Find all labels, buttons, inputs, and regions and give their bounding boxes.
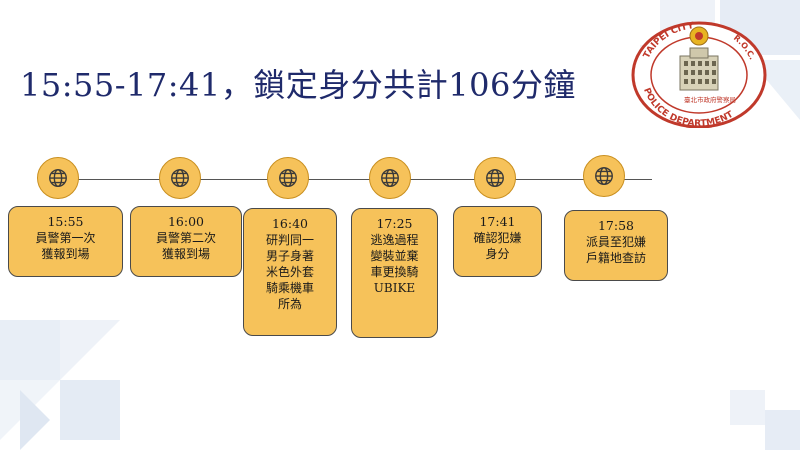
globe-icon (595, 167, 613, 185)
globe-icon (279, 169, 297, 187)
emblem-chinese-name: 臺北市政府警察局 (684, 95, 736, 104)
event-card-3: 16:40 研判同一 男子身著 米色外套 騎乘機車 所為 (243, 208, 337, 336)
event-text-line: 研判同一 (265, 233, 314, 247)
page-title: 15:55-17:41，鎖定身分共計106分鐘 (20, 66, 576, 104)
event-text-line: 男子身著 (265, 249, 314, 263)
globe-icon (171, 169, 189, 187)
event-text-line: 員警第二次 (155, 231, 216, 245)
event-text-line: 員警第一次 (35, 231, 96, 245)
event-time: 17:25 (376, 216, 413, 231)
timeline-node-6 (583, 155, 625, 197)
event-text-line: 身分 (485, 247, 510, 261)
decor-bottom-left-pattern (0, 320, 120, 450)
event-card-2: 16:00 員警第二次 獲報到場 (130, 206, 242, 277)
event-card-6: 17:58 派員至犯嫌 戶籍地查訪 (564, 210, 668, 281)
globe-icon (49, 169, 67, 187)
event-text-line: UBIKE (373, 281, 416, 295)
timeline-line (60, 179, 652, 180)
event-text-line: 派員至犯嫌 (585, 235, 646, 249)
decor-bottom-right-pattern (730, 390, 800, 450)
event-card-1: 15:55 員警第一次 獲報到場 (8, 206, 123, 277)
police-emblem-logo: TAIPEI CITY R.O.C. POLICE DEPARTMENT 臺北市… (631, 21, 767, 128)
event-text-line: 米色外套 (265, 265, 314, 279)
event-time: 16:00 (167, 214, 205, 229)
event-text-line: 獲報到場 (161, 247, 210, 261)
event-time: 16:40 (271, 216, 309, 231)
timeline-node-5 (474, 157, 516, 199)
event-time: 17:41 (479, 214, 516, 229)
event-text-line: 騎乘機車 (265, 281, 314, 295)
timeline-node-1 (37, 157, 79, 199)
event-time: 17:58 (597, 218, 635, 233)
timeline-node-4 (369, 157, 411, 199)
event-text-line: 戶籍地查訪 (585, 251, 646, 265)
event-card-5: 17:41 確認犯嫌 身分 (453, 206, 542, 277)
event-text-line: 獲報到場 (41, 247, 90, 261)
globe-icon (381, 169, 399, 187)
event-card-4: 17:25 逃逸過程 變裝並棄 車更換騎 UBIKE (351, 208, 438, 338)
event-text-line: 逃逸過程 (370, 233, 419, 247)
timeline-node-2 (159, 157, 201, 199)
event-text-line: 變裝並棄 (370, 249, 419, 263)
globe-icon (486, 169, 504, 187)
event-text-line: 車更換騎 (370, 265, 419, 279)
timeline-node-3 (267, 157, 309, 199)
event-time: 15:55 (47, 214, 84, 229)
event-text-line: 所為 (277, 297, 302, 311)
event-text-line: 確認犯嫌 (473, 231, 522, 245)
